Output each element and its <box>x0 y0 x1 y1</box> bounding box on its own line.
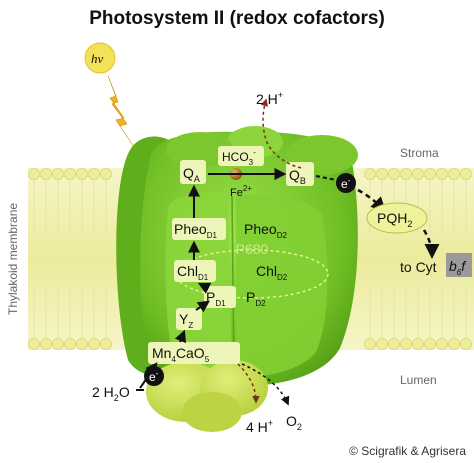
lipid-head <box>423 167 436 180</box>
water-label: 2 H2O <box>92 384 130 403</box>
two-h-plus-label: 2 H+ <box>256 90 283 107</box>
qb-text: QB <box>289 167 306 186</box>
fe-text: Fe2+ <box>230 184 252 199</box>
lipid-head <box>27 337 40 350</box>
arrow-mn-to-yz <box>174 329 187 344</box>
proton-uptake-path <box>260 98 303 169</box>
lipid-head <box>40 337 53 350</box>
lipid-head <box>435 167 448 180</box>
pqh2-ellipse <box>366 202 428 234</box>
chl-d1-text: ChlD1 <box>177 263 209 282</box>
qa-text: QA <box>183 165 200 184</box>
hco3-box <box>218 146 264 166</box>
lipid-head <box>363 337 376 350</box>
lightning-bolt-icon <box>107 75 137 151</box>
p680-label: P680 <box>236 241 269 257</box>
lipid-head <box>76 167 89 180</box>
to-cyt-text: to Cyt <box>400 259 437 275</box>
lipid-head <box>100 167 113 180</box>
lipid-head <box>88 167 101 180</box>
lipid-head <box>399 337 412 350</box>
lipid-head <box>76 337 89 350</box>
lumen-label: Lumen <box>400 373 437 387</box>
lipid-head <box>375 167 388 180</box>
pheo-d2-text: PheoD2 <box>244 221 287 240</box>
lipid-head <box>52 167 65 180</box>
lipid-head <box>447 167 460 180</box>
lipid-head <box>100 337 113 350</box>
arrow-pqh2-to-cyt <box>422 229 440 259</box>
photon-circle <box>84 42 116 74</box>
electron-stroma-text: e- <box>341 176 351 191</box>
lipid-head <box>447 337 460 350</box>
o2-label: O2 <box>286 413 302 432</box>
lipid-heads-bottom <box>27 286 472 350</box>
cyt-box <box>446 253 472 277</box>
arrow-water-to-mn <box>139 362 158 389</box>
mn-cluster-box <box>148 342 240 364</box>
oec-subunit-bottom <box>182 392 242 432</box>
chl-d1-box <box>174 260 216 282</box>
lipid-head <box>459 337 472 350</box>
lipid-head <box>363 167 376 180</box>
arrow-yz-to-pd1 <box>195 300 210 313</box>
p-d1-box <box>204 286 236 308</box>
chl-d2-text: ChlD2 <box>256 263 288 282</box>
mn-cluster-text: Mn4CaO5 <box>152 345 210 364</box>
lipid-head <box>459 167 472 180</box>
qa-box <box>180 160 206 184</box>
arrow-pd1-to-chld1 <box>197 282 212 294</box>
p-d1-text: PD1 <box>206 289 226 308</box>
stromal-bump-left <box>166 132 234 168</box>
lipid-head <box>423 337 436 350</box>
lipid-head <box>411 167 424 180</box>
lipid-head <box>411 337 424 350</box>
oxygen-evolving-complex <box>146 360 268 432</box>
lipid-head <box>435 337 448 350</box>
membrane-label: Thylakoid membrane <box>6 203 20 315</box>
p680-region <box>175 249 329 299</box>
yz-box <box>176 308 202 330</box>
d2-lobe <box>236 194 328 378</box>
qb-box <box>286 162 314 186</box>
arrow-qb-to-electron <box>315 175 337 181</box>
pqh2-text: PQH2 <box>377 210 412 229</box>
lipid-head <box>64 167 77 180</box>
lipid-head <box>387 167 400 180</box>
lipid-heads-top <box>27 167 472 232</box>
four-h-plus-label: 4 H+ <box>246 418 273 435</box>
lipid-head <box>27 167 40 180</box>
lipid-head <box>88 337 101 350</box>
stroma-label: Stroma <box>400 146 439 160</box>
lipid-head <box>40 167 53 180</box>
lipid-head <box>387 337 400 350</box>
hco3-text: HCO3- <box>222 148 256 167</box>
p-d2-text: PD2 <box>246 289 266 308</box>
photon-label: hν <box>91 51 104 66</box>
lipid-head <box>64 337 77 350</box>
pheo-d1-text: PheoD1 <box>174 221 217 240</box>
pheo-d1-box <box>172 218 226 240</box>
diagram-title: Photosystem II (redox cofactors) <box>89 8 385 29</box>
lipid-head <box>52 337 65 350</box>
lipid-head <box>399 167 412 180</box>
electron-stroma <box>336 173 356 193</box>
cofactors: HCO3- QA QB Fe2+ PheoD1 PheoD2 ChlD1 Chl… <box>148 146 314 364</box>
copyright-text: © Scigrafik & Agrisera <box>349 444 466 458</box>
cyt-b6f-text: b6f <box>449 258 467 277</box>
lipid-head <box>375 337 388 350</box>
yz-text: YZ <box>179 311 193 330</box>
